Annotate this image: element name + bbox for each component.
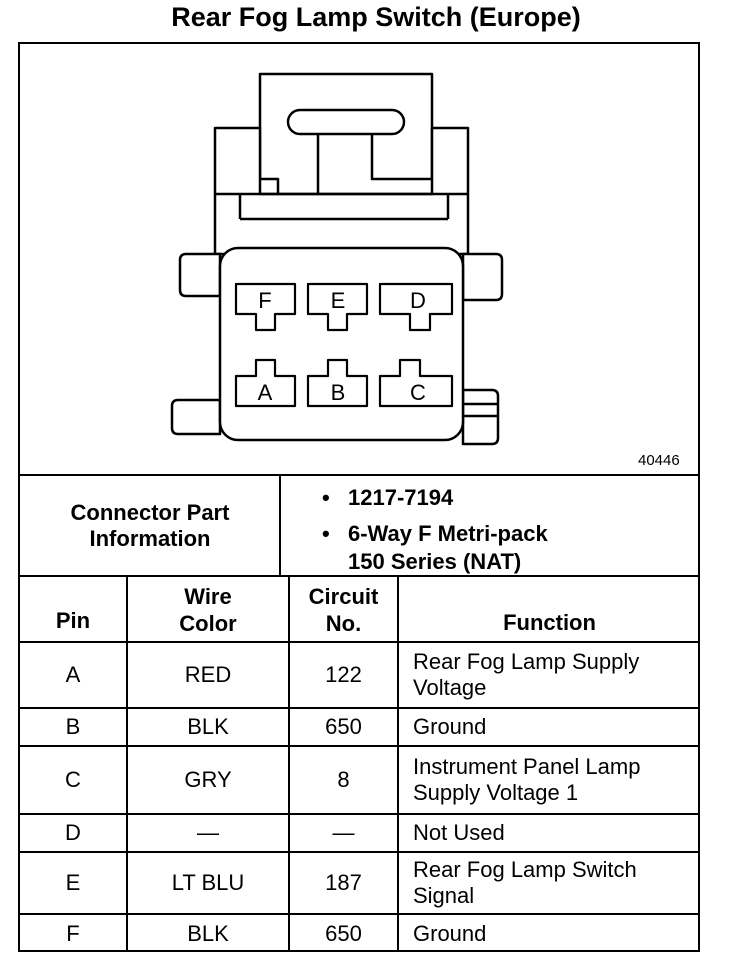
cavity-d [378, 282, 454, 332]
connector-drawing: F E D A B C [170, 72, 504, 446]
header-pin: Pin [55, 607, 91, 633]
body-upper [213, 126, 470, 256]
divider [126, 575, 128, 952]
pin-label-e: E [331, 288, 346, 313]
circuit-cell: 8 [337, 767, 350, 792]
divider [18, 851, 700, 853]
wire-color-cell: — [197, 820, 219, 845]
page-title: Rear Fog Lamp Switch (Europe) [171, 2, 581, 32]
divider [279, 474, 281, 575]
side-tab-left-top [178, 252, 222, 298]
divider [18, 813, 700, 815]
function-text: Rear Fog Lamp Switch [413, 857, 637, 882]
connector-face [218, 246, 465, 442]
wire-color-cell: GRY [184, 767, 232, 792]
divider [397, 575, 399, 952]
pin-cell: B [65, 714, 81, 739]
function-cell: Not Used [399, 815, 700, 851]
function-cell: Ground [399, 915, 700, 952]
connector-info-label: Connector Part Information [70, 499, 230, 551]
cavity-f [234, 282, 297, 332]
circuit-cell: — [332, 820, 355, 845]
circuit-cell: 650 [325, 920, 362, 946]
cavity-e [306, 282, 369, 332]
connector-series: 150 Series (NAT) [348, 549, 522, 574]
circuit-cell: 187 [325, 870, 362, 895]
divider [288, 575, 290, 952]
wire-color-cell: LT BLU [171, 870, 245, 895]
pin-label-b: B [331, 380, 346, 405]
part-number: •1217-7194 [322, 485, 454, 510]
divider [18, 641, 700, 643]
pin-cell: E [65, 870, 81, 895]
diagram-frame [18, 42, 700, 952]
wire-color-cell: BLK [187, 920, 229, 946]
pin-cell: F [66, 920, 80, 946]
pin-cell: A [65, 662, 81, 687]
function-text: Supply Voltage 1 [413, 780, 579, 805]
connector-type: •6-Way F Metri-pack [322, 521, 548, 546]
side-tab-left-bottom [170, 398, 222, 436]
header-function: Function [503, 609, 596, 635]
pin-label-f: F [258, 288, 271, 313]
function-text: Ground [413, 714, 487, 739]
divider [18, 575, 700, 577]
latch-slot [286, 108, 406, 136]
function-cell: Ground [399, 709, 700, 745]
divider [18, 913, 700, 915]
side-tab-right-top [461, 252, 504, 302]
cavity-c [378, 358, 454, 408]
function-text: Signal [413, 883, 475, 908]
function-text: Rear Fog Lamp Supply [413, 649, 640, 674]
function-text: Not Used [413, 820, 505, 845]
circuit-cell: 122 [325, 662, 362, 687]
divider [18, 707, 700, 709]
figure-number: 40446 [638, 452, 680, 469]
cavity-b [306, 358, 369, 408]
function-text: Instrument Panel Lamp [413, 754, 641, 779]
pin-cell: D [65, 820, 81, 845]
pin-label-a: A [258, 380, 273, 405]
function-text: Ground [413, 920, 487, 946]
circuit-cell: 650 [325, 714, 362, 739]
pin-label-c: C [410, 380, 426, 405]
function-text: Voltage [413, 675, 487, 700]
pin-cell: C [65, 767, 81, 792]
divider [18, 474, 700, 476]
wire-color-cell: RED [184, 662, 232, 687]
divider [18, 745, 700, 747]
cavity-a [234, 358, 297, 408]
connector-info-list: •1217-7194 •6-Way F Metri-pack 150 Serie… [322, 484, 548, 576]
pin-label-d: D [410, 288, 426, 313]
wire-color-cell: BLK [187, 714, 229, 739]
